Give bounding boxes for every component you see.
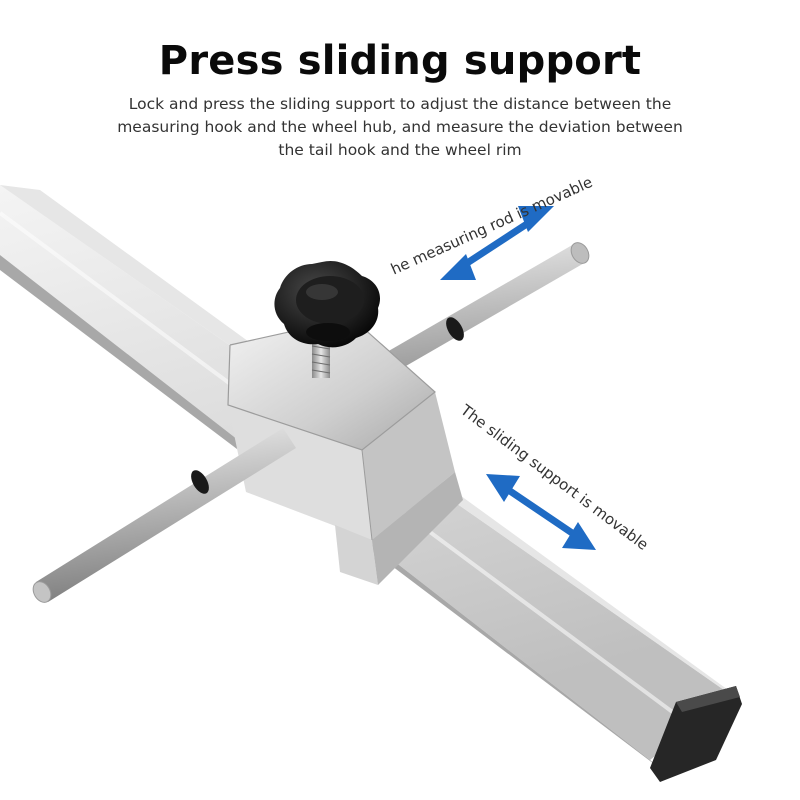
page-description: Lock and press the sliding support to ad…	[117, 95, 683, 159]
measuring-rod-front	[32, 428, 296, 603]
slide-direction-arrow	[486, 474, 596, 550]
end-cap	[650, 686, 742, 782]
sliding-support	[227, 317, 463, 585]
page-title: Press sliding support	[158, 38, 642, 84]
rod-direction-arrow	[440, 206, 554, 280]
star-knob	[274, 260, 381, 348]
